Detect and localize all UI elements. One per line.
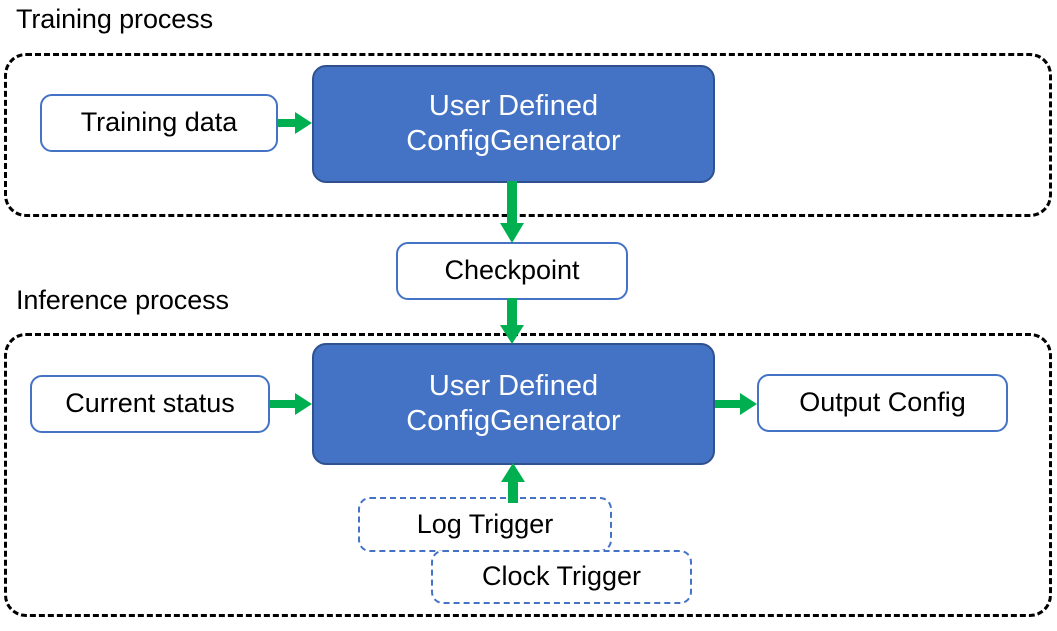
node-checkpoint[interactable]: Checkpoint [396, 242, 628, 300]
node-log-trigger[interactable]: Log Trigger [358, 497, 612, 552]
node-infer-config-generator-line2: ConfigGenerator [406, 405, 621, 437]
node-infer-config-generator-line1: User Defined [428, 369, 599, 402]
node-infer-config-generator[interactable]: User Defined ConfigGenerator [312, 343, 715, 465]
arrow-checkpoint-to-config-generator [497, 298, 527, 346]
node-clock-trigger-label: Clock Trigger [481, 561, 642, 592]
node-train-config-generator[interactable]: User Defined ConfigGenerator [312, 65, 715, 183]
node-training-data[interactable]: Training data [40, 94, 278, 152]
node-clock-trigger[interactable]: Clock Trigger [431, 550, 692, 604]
arrow-config-generator-to-checkpoint [497, 181, 527, 245]
node-current-status-label: Current status [65, 388, 235, 419]
node-output-config-label: Output Config [799, 387, 966, 418]
arrow-training-data-to-config-generator [278, 108, 314, 138]
arrow-current-status-to-config-generator [270, 389, 314, 419]
node-train-config-generator-line2: ConfigGenerator [406, 125, 621, 157]
process-container-training [4, 53, 1052, 217]
node-output-config[interactable]: Output Config [757, 374, 1008, 432]
section-caption-training: Training process [16, 4, 213, 34]
node-training-data-label: Training data [80, 107, 238, 138]
process-container-inference [4, 333, 1052, 617]
node-log-trigger-label: Log Trigger [416, 508, 554, 539]
node-current-status[interactable]: Current status [30, 375, 270, 433]
node-checkpoint-label: Checkpoint [444, 255, 580, 286]
arrow-config-generator-to-output-config [715, 389, 759, 419]
section-caption-inference: Inference process [16, 285, 229, 315]
node-train-config-generator-line1: User Defined [428, 89, 599, 122]
arrow-triggers-to-config-generator [500, 463, 526, 503]
